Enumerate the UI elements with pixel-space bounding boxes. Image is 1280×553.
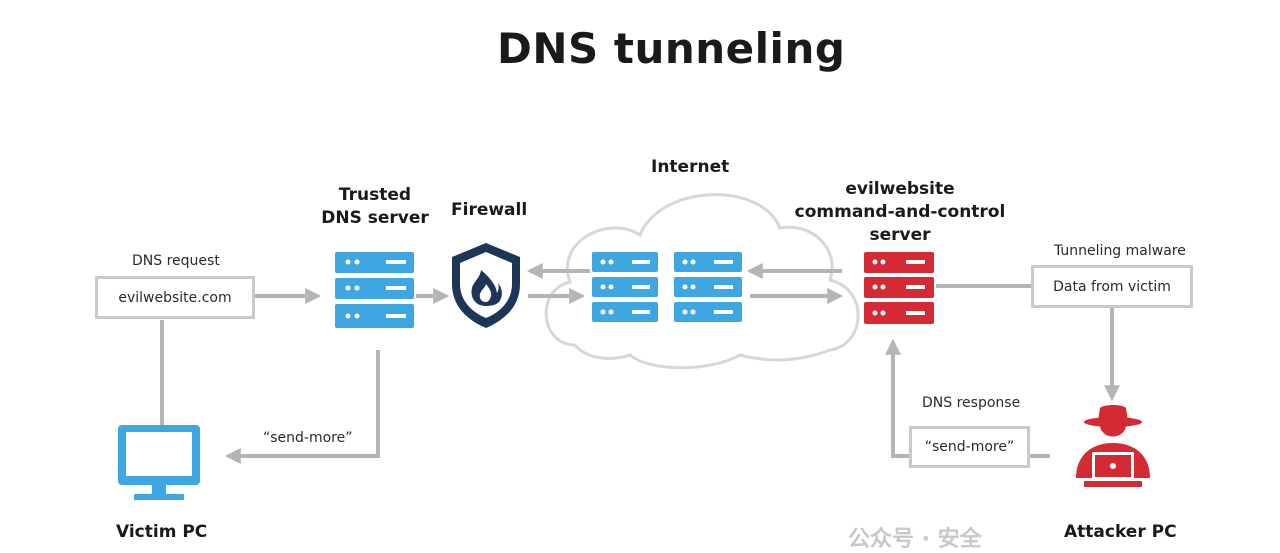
internet-server-icon-left	[592, 252, 658, 322]
arrow-response-to-c2	[885, 338, 910, 458]
c2-label-line3: server	[869, 225, 931, 245]
firewall-label: Firewall	[451, 200, 528, 220]
attacker-pc-label: Attacker PC	[1064, 522, 1177, 542]
trusted-dns-label: Trusted DNS server	[317, 184, 433, 230]
c2-server-icon	[864, 252, 934, 324]
c2-server-label: evilwebsite command-and-control server	[792, 178, 1008, 247]
c2-label-line1: evilwebsite	[845, 179, 955, 199]
dns-request-domain-box: evilwebsite.com	[95, 276, 255, 319]
arrow-dns-to-victim	[224, 350, 380, 464]
data-from-victim-box: Data from victim	[1031, 265, 1193, 308]
victim-pc-monitor-icon	[118, 425, 200, 500]
firewall-shield-icon	[452, 243, 520, 328]
internet-label: Internet	[651, 157, 730, 177]
dns-request-label: DNS request	[132, 253, 220, 269]
trusted-dns-label-line2: DNS server	[321, 208, 429, 228]
dns-response-label: DNS response	[922, 395, 1021, 411]
trusted-dns-server-icon	[335, 252, 414, 328]
c2-label-line2: command-and-control	[794, 202, 1006, 222]
watermark: 公众号 · 安全	[848, 527, 982, 552]
diagram-title: DNS tunneling	[497, 24, 846, 73]
victim-pc-label: Victim PC	[116, 522, 208, 542]
internet-server-icon-right	[674, 252, 742, 322]
attacker-hacker-icon	[1076, 405, 1150, 487]
send-more-label: “send-more”	[263, 430, 353, 446]
send-more-response-box: “send-more”	[909, 426, 1030, 468]
tunneling-malware-label: Tunneling malware	[1054, 243, 1186, 259]
trusted-dns-label-line1: Trusted	[338, 185, 412, 205]
